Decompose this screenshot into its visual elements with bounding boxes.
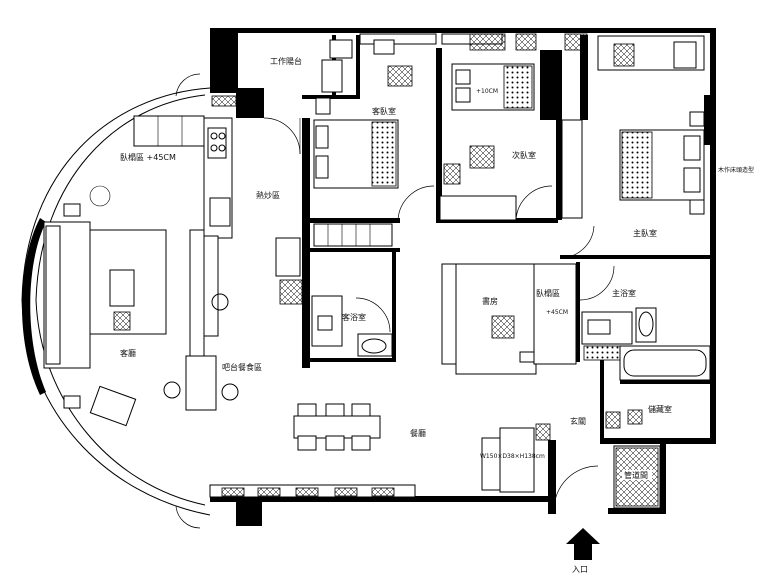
label-foyer: 玄關 <box>570 416 586 426</box>
bar-counter: 吧台餐食區 <box>163 229 262 411</box>
label-second-bedroom: 次臥室 <box>512 150 536 160</box>
label-study: 書房 <box>482 296 498 306</box>
label-living-room: 客廳 <box>120 348 136 358</box>
label-second-bed-height: +10CM <box>476 88 498 95</box>
label-work-balcony: 工作陽台 <box>270 56 302 66</box>
dining-room: 餐廳 <box>293 403 426 451</box>
label-bay-window-study: 臥榻區 <box>536 288 560 298</box>
label-bay-window-living: 臥榻區 +45CM <box>120 152 176 162</box>
label-guest-bedroom: 客臥室 <box>372 106 396 116</box>
master-bedroom: 主臥室 木作床頭造型 <box>597 35 754 238</box>
second-bedroom: +10CM 次臥室 <box>439 63 583 221</box>
hot-kitchen: 熱炒區 <box>203 117 303 305</box>
label-shoe-cabinet-dim: W150×D38×H138cm <box>480 453 545 460</box>
label-wardrobe-note: 木作床頭造型 <box>718 166 754 174</box>
foyer: W150×D38×H138cm 玄關 <box>480 409 643 493</box>
label-bay-window-study-height: +45CM <box>546 309 568 316</box>
entrance-arrow: 入口 <box>566 528 600 574</box>
top-windows <box>209 33 588 498</box>
label-utility-room: 管道間 <box>624 470 648 480</box>
study: 書房 臥榻區 +45CM <box>441 263 577 375</box>
work-balcony: 工作陽台 <box>211 39 353 107</box>
label-master-bedroom: 主臥室 <box>633 228 657 238</box>
label-dining-room: 餐廳 <box>410 428 426 438</box>
label-entrance: 入口 <box>572 565 588 574</box>
walls <box>210 28 716 526</box>
master-bath: 主浴室 <box>581 288 711 381</box>
label-storage-room: 儲藏室 <box>648 404 672 414</box>
label-hot-kitchen: 熱炒區 <box>256 190 280 200</box>
storage-utility: 儲藏室 管道間 <box>613 404 672 509</box>
guest-bedroom: 客臥室 <box>313 39 413 189</box>
curved-window-wall <box>21 87 211 516</box>
label-guest-bath: 客浴室 <box>342 312 366 322</box>
doors <box>175 73 615 529</box>
living-room: 臥榻區 +45CM 客廳 <box>43 115 205 427</box>
label-master-bath: 主浴室 <box>612 288 636 298</box>
guest-bath: 客浴室 <box>311 223 393 357</box>
label-bar-dining: 吧台餐食區 <box>222 362 262 372</box>
